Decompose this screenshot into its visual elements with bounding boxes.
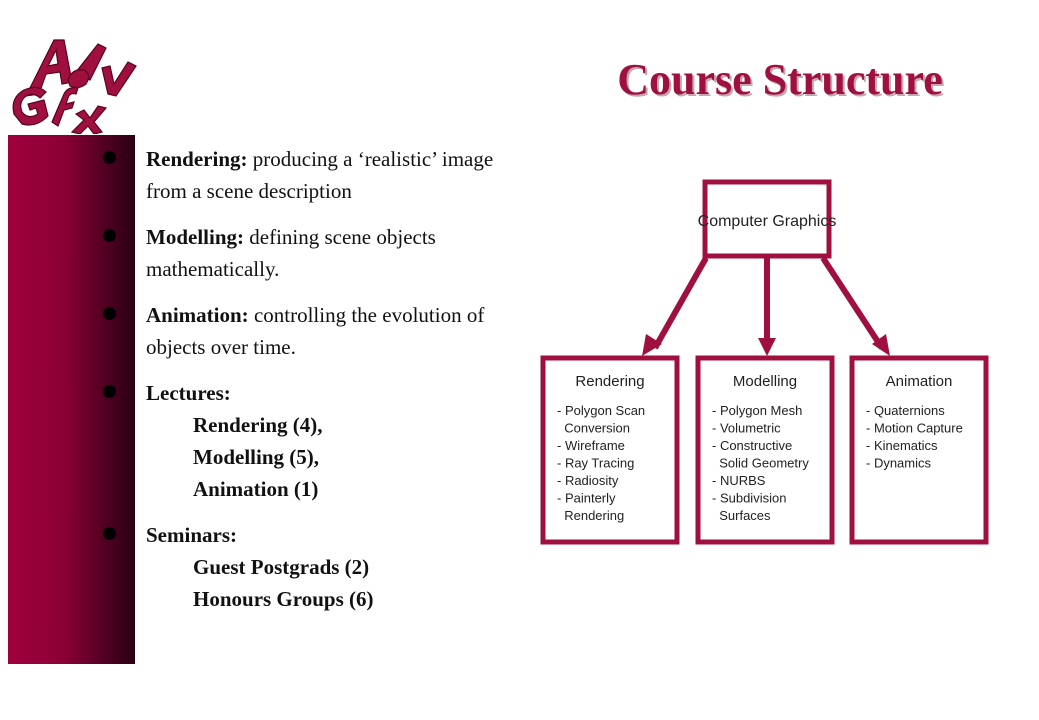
bullet-animation: Animation: controlling the evolution of … xyxy=(103,299,533,363)
side-gradient-bar xyxy=(8,135,135,664)
animation-node xyxy=(849,355,989,545)
node-item: Conversion xyxy=(557,421,630,436)
node-item: - Ray Tracing xyxy=(557,456,634,471)
bullet-lectures: Lectures: Rendering (4), Modelling (5), … xyxy=(103,377,533,505)
bullet-text: defining scene objects mathematically. xyxy=(146,225,436,281)
bullet-modelling: Modelling: defining scene objects mathem… xyxy=(103,221,533,285)
bullet-text: producing a ‘realistic’ image from a sce… xyxy=(146,147,494,203)
node-item: - Radiosity xyxy=(557,473,619,488)
bullet-dot-icon xyxy=(103,385,116,398)
bullet-dot-icon xyxy=(103,307,116,320)
course-structure-diagram: Computer Graphics Rendering - Polygon Sca… xyxy=(540,179,989,545)
node-item: - Volumetric xyxy=(712,421,781,436)
node-item: - Polygon Scan xyxy=(557,403,645,418)
modelling-node xyxy=(695,355,835,545)
root-node-label: Computer Graphics xyxy=(698,213,837,230)
rendering-node xyxy=(540,355,680,545)
page-title: Course Structure xyxy=(617,55,943,104)
lecture-item: Animation (1) xyxy=(193,477,319,501)
node-item: - NURBS xyxy=(712,473,766,488)
node-item: - Painterly xyxy=(557,491,616,506)
arrow-to-animation xyxy=(820,256,885,350)
node-item: - Constructive xyxy=(712,438,792,453)
seminar-item: Guest Postgrads (2) xyxy=(193,555,370,579)
bullet-text: controlling the evolution of objects ove… xyxy=(146,303,485,359)
node-item: Rendering xyxy=(557,508,624,523)
node-item: - Polygon Mesh xyxy=(712,403,802,418)
bullet-term: Animation: xyxy=(146,303,249,327)
arrowhead-modelling xyxy=(758,338,776,356)
arrow-to-rendering xyxy=(652,256,709,350)
bullet-term: Rendering: xyxy=(146,147,248,171)
advgfx-logo xyxy=(12,39,137,134)
seminar-item: Honours Groups (6) xyxy=(193,587,374,611)
node-item: Surfaces xyxy=(712,508,771,523)
bullet-term: Modelling: xyxy=(146,225,244,249)
bullet-dot-icon xyxy=(103,229,116,242)
bullet-dot-icon xyxy=(103,527,116,540)
node-title: Modelling xyxy=(733,373,797,390)
arrowhead-rendering xyxy=(642,334,662,356)
node-item: - Subdivision xyxy=(712,491,786,506)
node-title: Rendering xyxy=(575,373,644,390)
bullet-dot-icon xyxy=(103,151,116,164)
bullet-term: Lectures: xyxy=(146,381,231,405)
bullet-list: Rendering: producing a ‘realistic’ image… xyxy=(103,143,533,629)
node-item: - Dynamics xyxy=(866,456,932,471)
lecture-item: Rendering (4), xyxy=(193,413,323,437)
bullet-rendering: Rendering: producing a ‘realistic’ image… xyxy=(103,143,533,207)
lecture-item: Modelling (5), xyxy=(193,445,319,469)
node-item: - Motion Capture xyxy=(866,421,963,436)
root-node xyxy=(702,179,832,259)
node-title: Animation xyxy=(886,373,953,390)
bullet-seminars: Seminars: Guest Postgrads (2) Honours Gr… xyxy=(103,519,533,615)
node-item: Solid Geometry xyxy=(712,456,809,471)
arrowhead-animation xyxy=(872,334,890,356)
node-item: - Kinematics xyxy=(866,438,938,453)
node-item: - Quaternions xyxy=(866,403,945,418)
bullet-term: Seminars: xyxy=(146,523,237,547)
node-item: - Wireframe xyxy=(557,438,625,453)
